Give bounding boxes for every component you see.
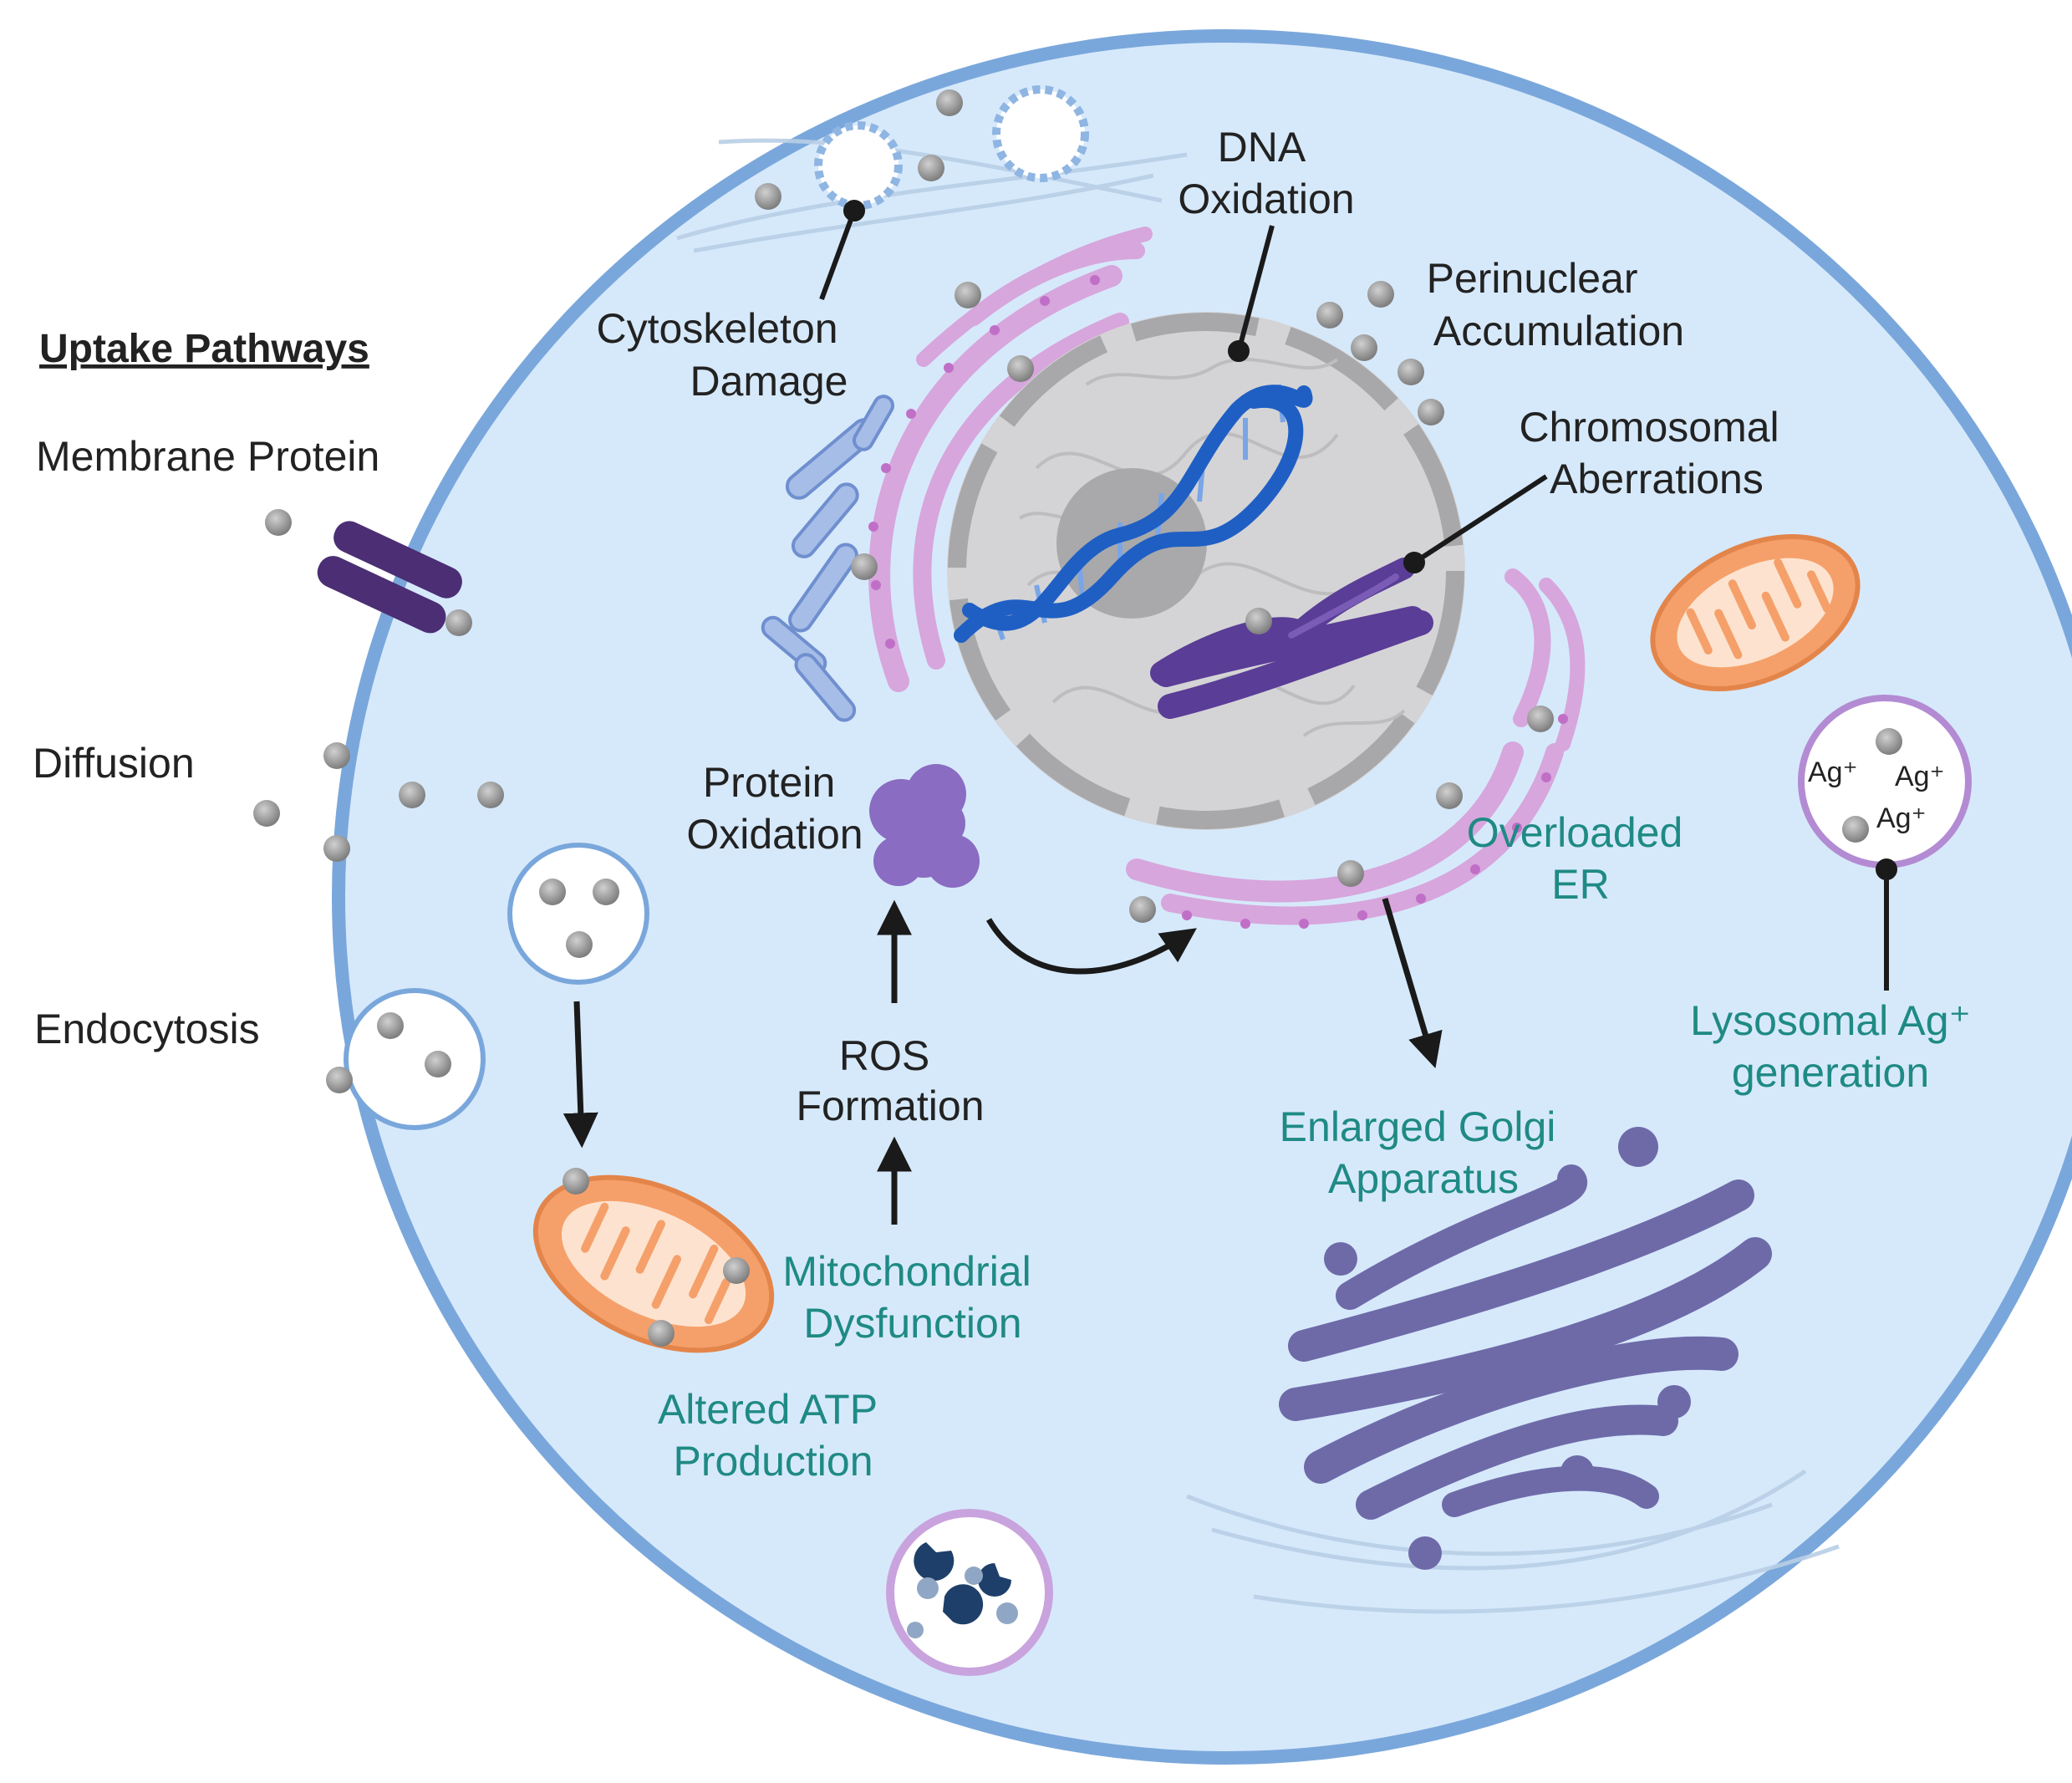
mitochondrion-upper: [1650, 534, 1861, 691]
endocytic-vesicle: [507, 843, 649, 985]
altered-atp-label: Altered ATP Production: [658, 1386, 888, 1485]
damaged-vesicle-right: [992, 85, 1089, 182]
perinuclear-accumulation-label: Perinuclear Accumulation: [1427, 255, 1684, 354]
smooth-er-fragments: [761, 395, 894, 722]
rough-er: [868, 227, 1586, 925]
ag-ion-2: Ag⁺: [1895, 761, 1945, 792]
ros-formation-label: ROS Formation: [796, 1032, 984, 1129]
overloaded-er-label: Overloaded ER: [1467, 809, 1694, 908]
chromosomal-aberrations-label: Chromosomal Aberrations: [1519, 404, 1790, 502]
membrane-channel: [317, 521, 462, 634]
enzyme-vesicle: [886, 1509, 1053, 1676]
endocytic-vesicle-forming: [344, 988, 486, 1130]
protein-oxidation-label: Protein Oxidation: [686, 759, 863, 858]
arrow-to-mitochondria: [563, 1001, 598, 1149]
mitochondrial-dysfunction-label: Mitochondrial Dysfunction: [782, 1248, 1042, 1347]
arrow-protein-to-er: [985, 918, 1197, 975]
oxidized-protein: [869, 764, 980, 888]
endocytosis-label: Endocytosis: [34, 1006, 260, 1052]
membrane-protein-label: Membrane Protein: [36, 433, 379, 480]
ag-ion-3: Ag⁺: [1876, 802, 1927, 834]
chromosome: [1150, 558, 1433, 719]
arrows: [563, 898, 1443, 1225]
ribosome-dots: [868, 275, 1568, 929]
uptake-pathways-heading: Uptake Pathways: [39, 327, 369, 371]
cytoskeleton-filaments: [676, 138, 1840, 1614]
diffusion-label: Diffusion: [33, 740, 195, 787]
arrow-er-to-golgi: [1382, 898, 1443, 1069]
pointer-lines: [819, 200, 1897, 991]
enlarged-golgi-label: Enlarged Golgi Apparatus: [1280, 1103, 1568, 1202]
lysosomal-generation-label: Lysosomal Ag⁺ generation: [1690, 997, 1983, 1096]
golgi-apparatus: [1279, 1164, 1772, 1520]
dna-oxidation-label: DNA Oxidation: [1178, 124, 1354, 222]
mitochondrion-lower: [532, 1174, 775, 1353]
golgi-vesicles: [1324, 1127, 1691, 1570]
ag-ion-1: Ag⁺: [1808, 757, 1858, 788]
cytoskeleton-damage-label: Cytoskeleton Damage: [597, 305, 850, 405]
damaged-vesicle-left: [814, 121, 903, 210]
silver-nanoparticles: [253, 89, 1902, 1347]
dna-helix: [954, 384, 1313, 643]
